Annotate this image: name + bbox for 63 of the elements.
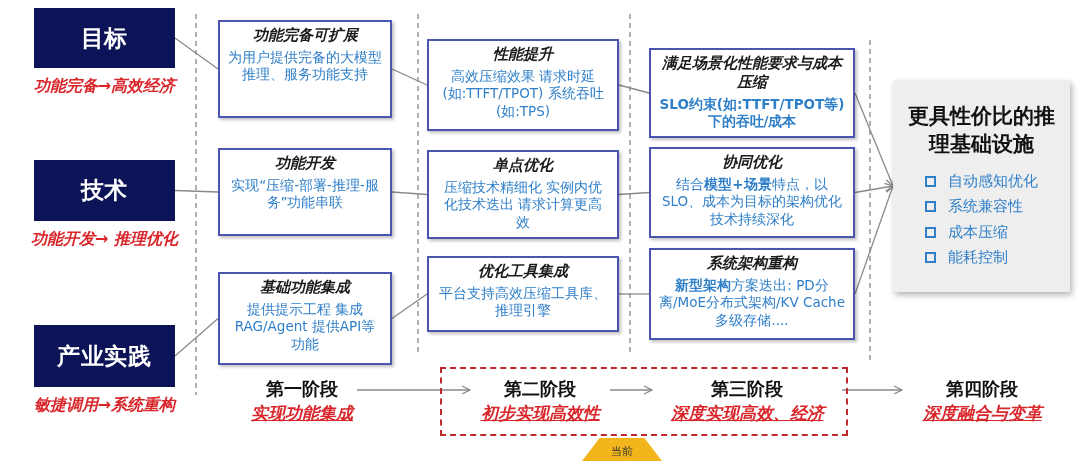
stage-title: 第一阶段 xyxy=(266,378,338,401)
panel-heading: 更具性价比的推理基础设施 xyxy=(907,103,1056,158)
connector-line xyxy=(174,317,219,357)
stage-title: 第二阶段 xyxy=(504,378,576,401)
card-text: 为用户提供完备的大模型推理、服务功能支持 xyxy=(228,48,382,84)
connector-line xyxy=(174,189,219,193)
current-marker: 当前 xyxy=(582,438,662,461)
caption-text: 功能完备→高效经济 xyxy=(32,75,179,97)
connector-line xyxy=(391,191,428,196)
process-box xyxy=(649,147,855,238)
card-title: 功能完备可扩展 xyxy=(252,26,358,45)
connector-line xyxy=(618,293,650,295)
stage-subtitle: 实现功能集成 xyxy=(251,402,353,424)
process-box xyxy=(427,256,619,332)
category-box xyxy=(34,325,175,387)
connector-line xyxy=(174,37,219,70)
bullet-text: 能耗控制 xyxy=(948,247,1008,269)
arrow xyxy=(841,385,903,395)
node-title: 目标 xyxy=(80,23,129,53)
card-title: 性能提升 xyxy=(493,45,553,64)
caption-text: 敏捷调用→系统重构 xyxy=(32,394,178,416)
card-text: 平台支持高效压缩工具库、推理引擎 xyxy=(438,284,608,320)
stage-subtitle: 初步实现高效性 xyxy=(480,402,600,424)
process-box xyxy=(649,48,855,138)
card-title: 功能开发 xyxy=(275,154,335,173)
card-title: 基础功能集成 xyxy=(260,278,350,297)
arrow xyxy=(356,385,471,395)
process-box xyxy=(218,148,392,236)
caption-text: 功能开发→ 推理优化 xyxy=(30,228,180,250)
node-title: 产业实践 xyxy=(57,341,152,371)
connector-line xyxy=(618,84,650,94)
connector-line xyxy=(391,293,428,320)
card-title: 满足场景化性能要求与成本压缩 xyxy=(661,54,845,92)
card-text: SLO约束(如:TTFT/TPOT等)下的吞吐/成本 xyxy=(659,95,845,131)
process-box xyxy=(218,272,392,365)
connector-line xyxy=(618,191,650,196)
process-box xyxy=(427,150,619,239)
connector-line xyxy=(391,68,428,86)
category-box xyxy=(34,8,175,68)
current-stage-frame xyxy=(440,367,848,436)
card-title: 系统架构重构 xyxy=(707,254,797,273)
bullet-text: 成本压缩 xyxy=(948,221,1008,243)
goal-panel xyxy=(893,80,1070,292)
card-text: 实现“压缩-部署-推理-服务”功能串联 xyxy=(230,176,380,212)
card-text: 新型架构方案迭出: PD分离/MoE分布式架构/KV Cache多级存储.... xyxy=(659,276,845,330)
arrow xyxy=(854,182,894,194)
card-title: 单点优化 xyxy=(493,156,553,175)
card-text: 压缩技术精细化 实例内优化技术迭出 请求计算更高效 xyxy=(442,178,604,232)
card-title: 协同优化 xyxy=(722,153,782,172)
bullet-text: 系统兼容性 xyxy=(948,196,1023,218)
card-text: 提供提示工程 集成RAG/Agent 提供API等功能 xyxy=(233,300,377,354)
arrow xyxy=(609,385,653,395)
process-box xyxy=(427,39,619,131)
node-title: 技术 xyxy=(80,176,129,206)
stage-title: 第四阶段 xyxy=(946,378,1018,401)
process-box xyxy=(649,248,855,340)
stage-title: 第三阶段 xyxy=(711,378,783,401)
card-text: 结合模型+场景特点，以SLO、成本为目标的架构优化技术持续深化 xyxy=(660,175,844,229)
bullet-text: 自动感知优化 xyxy=(948,170,1038,192)
card-text: 高效压缩效果 请求时延(如:TTFT/TPOT) 系统吞吐(如:TPS) xyxy=(441,67,605,121)
process-box xyxy=(218,20,392,118)
card-title: 优化工具集成 xyxy=(478,262,568,281)
category-box xyxy=(34,160,175,221)
